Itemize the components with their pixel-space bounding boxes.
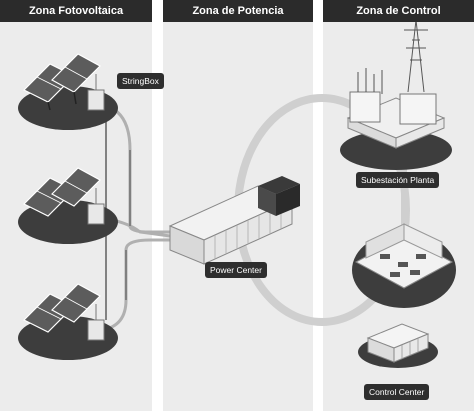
solar-panel-icon	[22, 53, 101, 111]
stringbox-icon	[87, 319, 105, 341]
solar-array-2	[18, 167, 118, 244]
solar-panel-icon	[22, 283, 101, 333]
stringbox-label: StringBox	[117, 73, 164, 89]
zone-title-potencia: Zona de Potencia	[192, 5, 284, 17]
string-cable-cores	[125, 150, 131, 300]
stringbox-icon	[87, 203, 105, 225]
control-center-label: Control Center	[364, 384, 430, 400]
power-center-label: Power Center	[205, 262, 267, 278]
office-icon	[352, 223, 456, 308]
ground-disc	[340, 130, 452, 170]
zone-title-fotovoltaica: Zona Fotovoltaica	[28, 5, 124, 17]
substation-icon	[340, 19, 452, 170]
zone-header-bg-1	[0, 0, 152, 22]
substation-label: Subestación Planta	[356, 172, 440, 188]
stringbox-icon	[87, 89, 105, 111]
zone-title-control: Zona de Control	[356, 5, 441, 17]
control-center-icon	[358, 323, 438, 368]
power-center-icon	[168, 176, 300, 265]
zone-header-bg-3	[323, 0, 474, 22]
zone-header-bg-2	[163, 0, 313, 22]
solar-array-3	[18, 283, 118, 360]
solar-panel-icon	[22, 167, 101, 217]
desk-icons	[380, 254, 426, 277]
solar-array-1	[18, 53, 118, 130]
insulator-icon	[357, 68, 383, 94]
